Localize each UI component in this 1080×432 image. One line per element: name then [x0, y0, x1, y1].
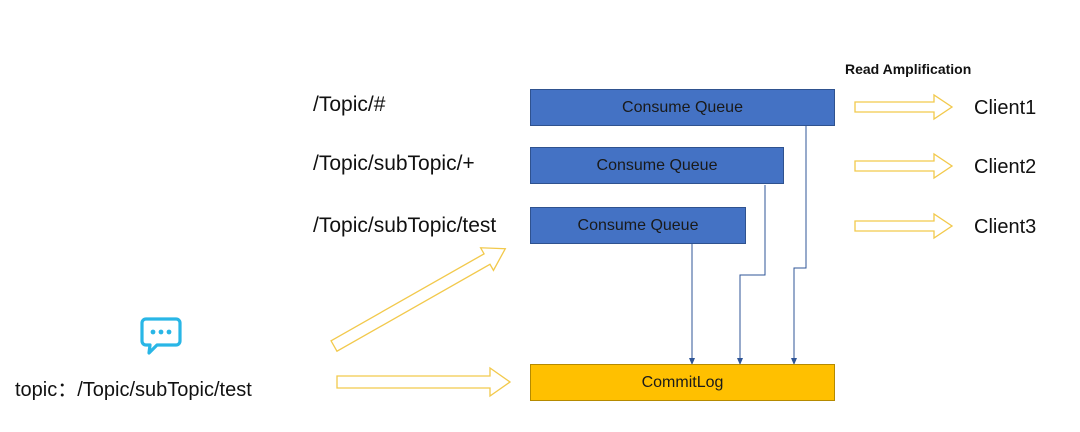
client-1: Client1 [974, 97, 1037, 119]
consume-queue-3: Consume Queue [530, 207, 746, 244]
read-amplification-title: Read Amplification [845, 61, 972, 77]
arrow-to-client2 [854, 152, 954, 180]
topic-label-wildcard-all: /Topic/# [313, 93, 386, 116]
consume-queue-3-label: Consume Queue [577, 216, 699, 234]
commit-log: CommitLog [530, 364, 835, 401]
client-2: Client2 [974, 156, 1037, 178]
consume-queue-1-label: Consume Queue [622, 98, 743, 116]
topic-label-wildcard-plus: /Topic/subTopic/+ [313, 152, 475, 175]
commit-log-label: CommitLog [641, 373, 724, 391]
topic-label-exact: /Topic/subTopic/test [313, 214, 497, 237]
message-topic-label: topic：/Topic/subTopic/test [15, 379, 252, 401]
consume-queue-2-label: Consume Queue [596, 156, 718, 174]
consume-queue-1: Consume Queue [530, 89, 835, 126]
connector-queue1-commitlog [791, 125, 807, 365]
arrow-message-to-commitlog [336, 366, 512, 398]
client-3: Client3 [974, 216, 1037, 238]
connector-queue2-commitlog [737, 185, 766, 365]
chat-bubble-icon [140, 317, 182, 355]
arrow-to-client1 [854, 93, 954, 121]
arrow-to-client3 [854, 212, 954, 240]
consume-queue-2: Consume Queue [530, 147, 784, 184]
arrow-message-to-topics [330, 247, 507, 353]
